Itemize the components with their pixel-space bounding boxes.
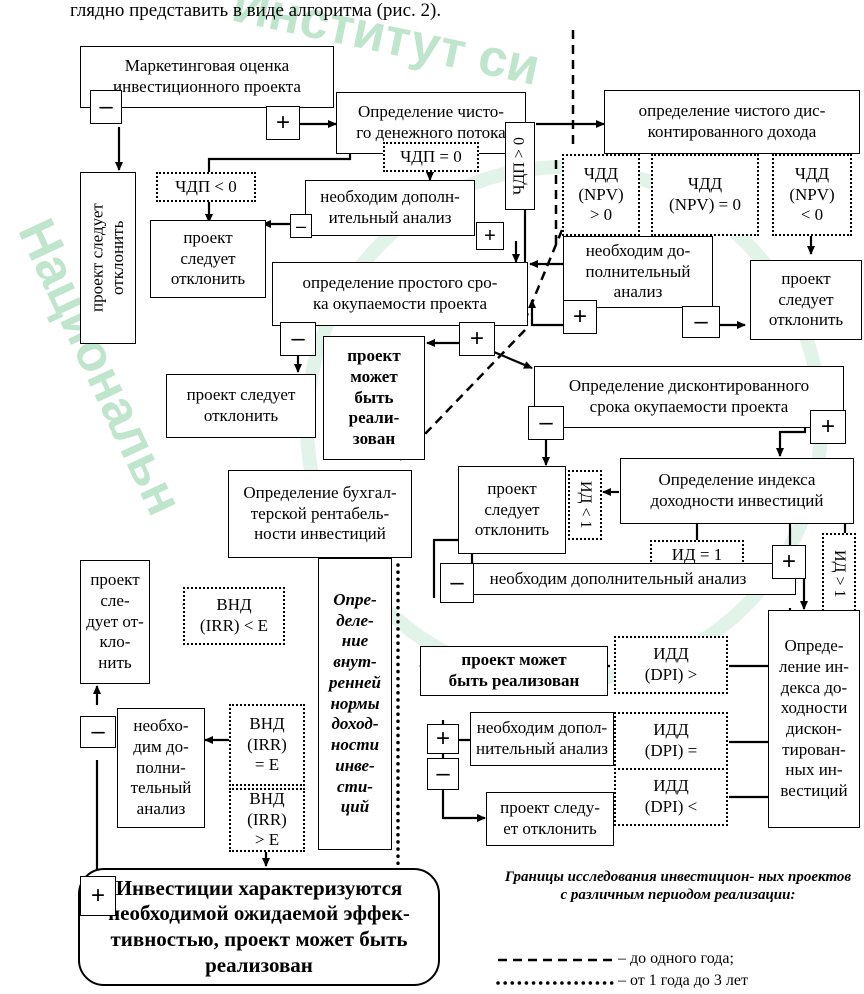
plus-sign-analysis-1: + — [476, 222, 504, 250]
label-irr-lt-e: ВНД (IRR) < E — [183, 587, 285, 645]
label-npv-lt-zero: ЧДД (NPV) < 0 — [772, 154, 852, 236]
label-pi-gt-one: ИД > 1 — [822, 533, 856, 615]
box-additional-analysis-5: необходим допол- нительный анализ — [470, 712, 614, 766]
minus-sign-irr: – — [80, 716, 116, 748]
box-reject-dpi: проект следу- ет отклонить — [486, 792, 614, 846]
irr-lt-e-text: ВНД (IRR) < E — [199, 595, 269, 635]
label-npv-eq-zero: ЧДД (NPV) = 0 — [651, 154, 759, 236]
label-npv-gt-zero: ЧДД (NPV) > 0 — [562, 154, 640, 236]
plus-sign-marketing: + — [266, 106, 300, 140]
box-reject-irr: проект сле- дует от- кло- нить — [80, 560, 150, 684]
box-reject-npv: проект следует отклонить — [750, 260, 862, 340]
label-dpi-gt: ИДД (DPI) > — [614, 636, 728, 694]
box-reject-pi: проект следует отклонить — [458, 466, 566, 554]
box-discounted-payback: Определение дисконтированного срока окуп… — [534, 366, 844, 428]
minus-sign-marketing: – — [90, 90, 122, 124]
box-marketing-evaluation: Маркетинговая оценка инвестиционного про… — [80, 46, 334, 108]
label-irr-eq-e: ВНД (IRR) = E — [229, 704, 305, 786]
box-reject-ncf: проект следует отклонить — [150, 220, 266, 298]
box-reject-payback: проект следует отклонить — [166, 374, 316, 438]
box-discounted-pi: Опреде- ление ин- декса до- ходности дис… — [768, 610, 860, 828]
box-additional-analysis-3: необходим дополнительный анализ — [440, 563, 796, 595]
label-ncf-eq-zero: ЧДП = 0 — [383, 142, 479, 172]
label-dpi-lt: ИДД (DPI) < — [614, 768, 728, 826]
label-payback-gt-zero: ЧДП > 0 — [505, 122, 535, 210]
label-pi-lt-one: ИД < 1 — [568, 470, 602, 540]
plus-sign-analysis-3: + — [772, 545, 806, 579]
box-simple-payback: определение простого сро- ка окупаемости… — [272, 262, 528, 326]
plus-sign-analysis-2: + — [563, 300, 597, 334]
box-profitability-index: Определение индекса доходности инвестици… — [620, 458, 854, 524]
minus-sign-analysis-3: – — [440, 563, 474, 603]
box-irr-determination: Опре- деле- ние внут- ренней нормы доход… — [318, 558, 392, 850]
legend-item-1: – до одного года; — [618, 950, 734, 967]
box-additional-analysis-1: необходим дополн- ительный анализ — [305, 180, 475, 236]
plus-sign-dpi: + — [427, 724, 459, 754]
box-additional-analysis-4: необхо- дим до- полни- тельный анализ — [117, 708, 205, 828]
plus-sign-discounted: + — [810, 410, 846, 444]
label-irr-gt-e: ВНД (IRR) > E — [229, 788, 305, 852]
minus-sign-discounted: – — [528, 406, 564, 440]
minus-sign-analysis-1: – — [290, 214, 312, 238]
box-can-implement-1: проект может быть реали- зован — [323, 336, 425, 460]
plus-sign-payback: + — [459, 322, 495, 356]
box-can-implement-2: проект может быть реализован — [420, 646, 608, 696]
box-npv-determination: определение чистого дис- контированного … — [604, 90, 860, 154]
box-final-conclusion: Инвестиции характеризуются необходимой о… — [78, 868, 440, 986]
box-additional-analysis-2: необходим до- полнительный анализ — [563, 236, 713, 308]
legend-item-2: – от 1 года до 3 лет — [618, 972, 748, 989]
minus-sign-analysis-2: – — [682, 306, 720, 338]
legend-title: Границы исследования инвестицион- ных пр… — [504, 869, 852, 903]
box-accounting-profitability: Определение бухгал- терской рентабель- н… — [228, 470, 412, 558]
npv-gt-zero-text: ЧДД (NPV) > 0 — [578, 163, 624, 225]
plus-sign-irr: + — [80, 876, 116, 916]
label-dpi-eq: ИДД (DPI) = — [614, 712, 728, 770]
box-reject-vertical: проект следует отклонить — [80, 172, 136, 344]
label-ncf-lt-zero: ЧДП < 0 — [156, 172, 256, 202]
minus-sign-payback: – — [280, 322, 316, 356]
minus-sign-dpi: – — [427, 758, 459, 790]
caption-line: глядно представить в виде алгоритма (рис… — [70, 0, 442, 21]
